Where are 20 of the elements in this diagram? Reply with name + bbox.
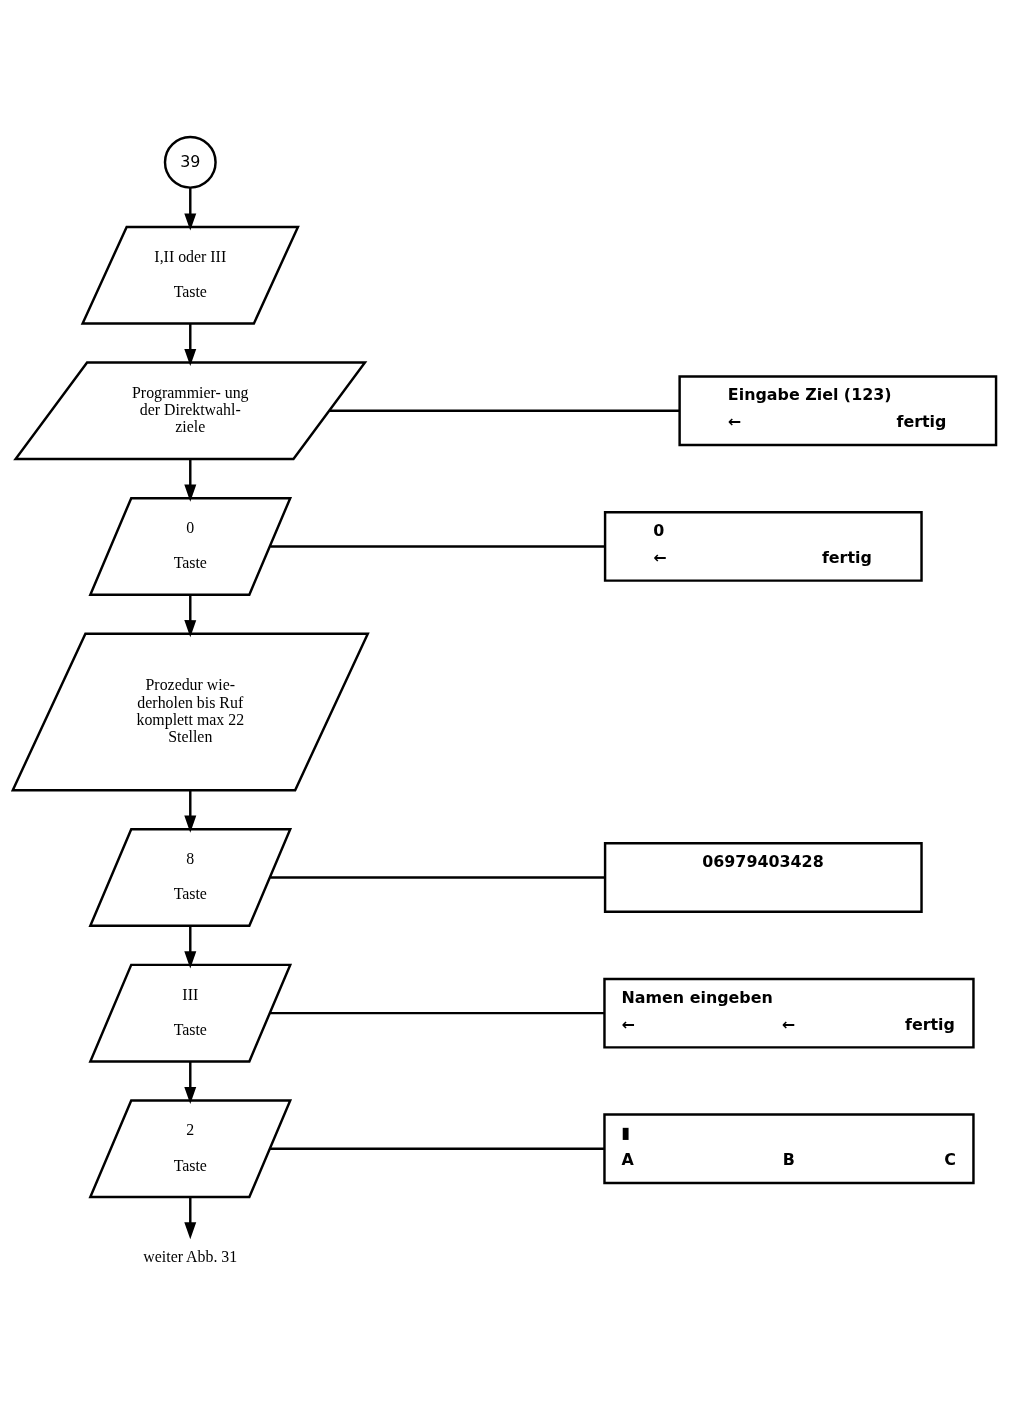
arrow <box>184 1196 197 1239</box>
arrow <box>184 1061 197 1104</box>
connector <box>270 544 605 548</box>
node-circle: 39 <box>163 135 217 189</box>
arrow <box>184 187 197 231</box>
node-box: ▮ A B C <box>603 1112 975 1184</box>
node-box: 0 ← fertig <box>603 510 923 582</box>
arrow <box>184 323 197 366</box>
arrow <box>184 594 197 637</box>
arrow <box>184 789 197 833</box>
connector <box>269 1147 605 1150</box>
connector <box>329 409 680 412</box>
connector <box>270 875 605 879</box>
node-text: weiter Abb. 31 <box>143 1247 238 1265</box>
connector <box>269 1011 605 1014</box>
arrow <box>184 925 197 968</box>
arrow <box>184 458 197 502</box>
node-box: 06979403428 <box>603 841 923 913</box>
node-box: Eingabe Ziel (123) ← fertig <box>678 374 998 446</box>
node-box: Namen eingeben ← ← fertig <box>603 977 975 1049</box>
